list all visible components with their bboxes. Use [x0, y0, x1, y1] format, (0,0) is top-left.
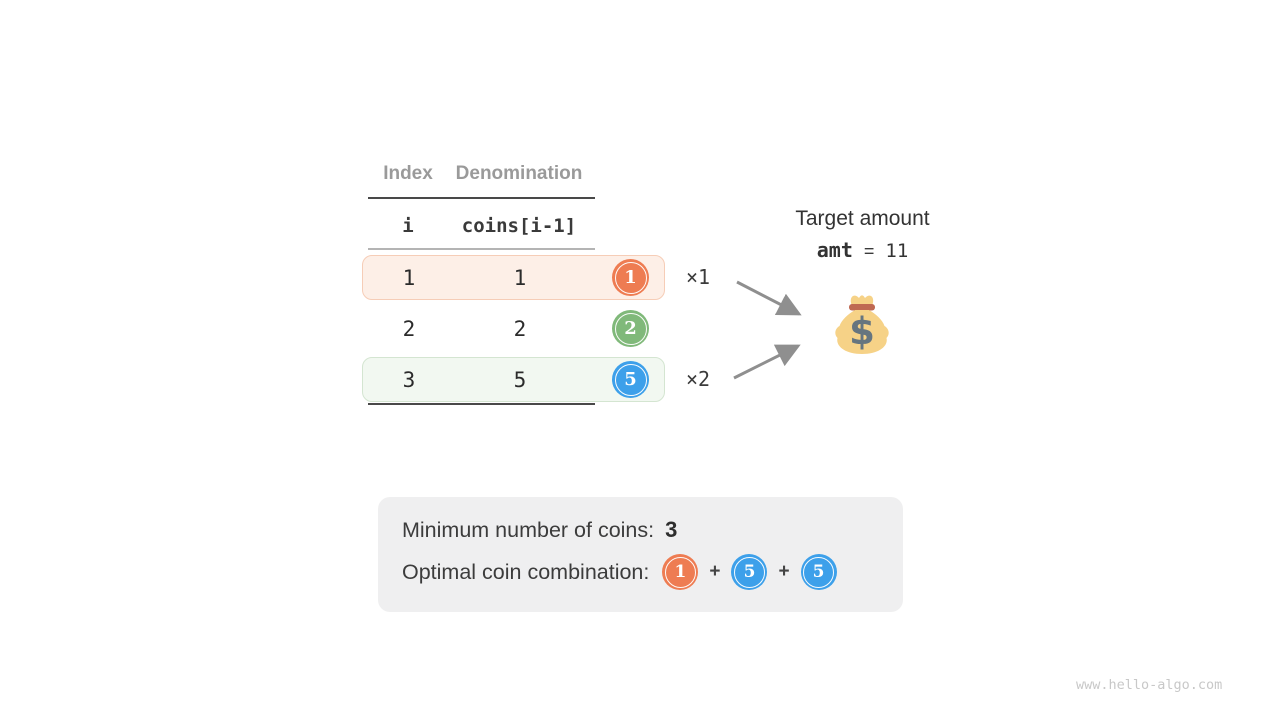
target-amount-label: Target amount — [795, 207, 930, 230]
result-panel: Minimum number of coins: 3 Optimal coin … — [378, 497, 903, 612]
col-subheader-i: i — [402, 215, 414, 237]
combination-coins: 1 + 5 + 5 — [662, 554, 837, 590]
table-row: 2 2 2 — [362, 306, 665, 351]
combo-coin-1-value: 1 — [674, 562, 687, 582]
coin-5-icon: 5 — [612, 361, 649, 398]
row2-index: 2 — [402, 316, 416, 341]
coin-5-value: 5 — [624, 369, 637, 390]
target-variable: amt — [816, 238, 853, 262]
combination-line: Optimal coin combination: 1 + 5 + 5 — [402, 554, 837, 590]
combo-coin-2-value: 5 — [743, 562, 756, 582]
col-header-denomination: Denomination — [455, 163, 583, 184]
plus-sign: + — [778, 561, 790, 582]
watermark: www.hello-algo.com — [1076, 677, 1223, 693]
table-rule-bottom — [368, 403, 595, 405]
min-coins-label: Minimum number of coins: — [402, 517, 655, 542]
row1-denomination: 1 — [513, 265, 527, 290]
multiplier-row3: ×2 — [686, 367, 711, 391]
table-rule-middle — [368, 248, 595, 250]
col-subheader-coins: coins[i-1] — [461, 215, 577, 237]
table-row: 1 1 1 — [362, 255, 665, 300]
arrow-row1-to-bag — [736, 280, 802, 316]
min-coins-line: Minimum number of coins: 3 — [402, 517, 677, 543]
col-header-index: Index — [383, 163, 433, 184]
table-header-row: Index Denomination — [362, 160, 665, 188]
table-row: 3 5 5 — [362, 357, 665, 402]
multiplier-row1: ×1 — [686, 265, 711, 289]
row3-denomination: 5 — [513, 367, 527, 392]
combination-label: Optimal coin combination: — [402, 559, 650, 584]
target-amount-block: Target amount amt = 11 — [760, 207, 965, 262]
row3-index: 3 — [402, 367, 416, 392]
min-coins-value: 3 — [665, 517, 678, 542]
svg-text:$: $ — [849, 310, 875, 353]
coin-2-value: 2 — [624, 318, 637, 339]
coin-1-icon: 1 — [612, 259, 649, 296]
table-rule-top — [368, 197, 595, 199]
plus-sign: + — [709, 561, 721, 582]
row2-denomination: 2 — [513, 316, 527, 341]
combo-coin-3-icon: 5 — [800, 554, 837, 590]
combo-coin-3-value: 5 — [812, 562, 825, 582]
money-bag-icon: $ — [835, 295, 889, 354]
arrow-row3-to-bag — [733, 344, 801, 380]
combo-coin-1-icon: 1 — [662, 554, 699, 590]
table-subheader-row: i coins[i-1] — [362, 210, 665, 242]
target-value: 11 — [885, 240, 909, 262]
row1-index: 1 — [402, 265, 416, 290]
combo-coin-2-icon: 5 — [731, 554, 768, 590]
target-amount-equation: amt = 11 — [760, 238, 965, 262]
coin-2-icon: 2 — [612, 310, 649, 347]
coin-1-value: 1 — [624, 267, 637, 288]
equals-sign: = — [863, 241, 875, 261]
